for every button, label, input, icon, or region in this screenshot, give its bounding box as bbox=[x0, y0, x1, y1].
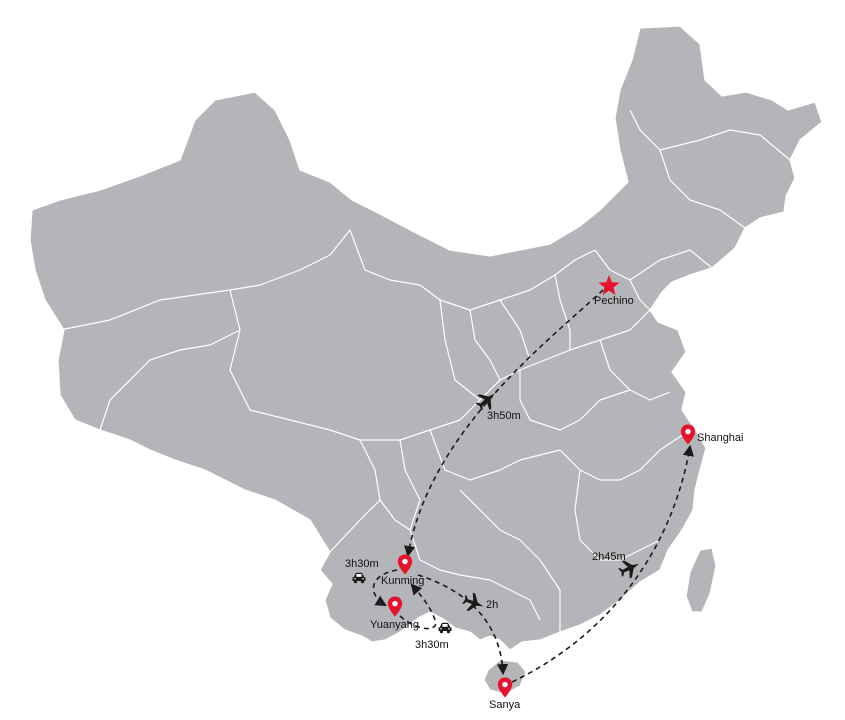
duration-label: 3h30m bbox=[415, 639, 449, 651]
route-kunming-sanya bbox=[417, 574, 509, 676]
taiwan-island bbox=[685, 547, 717, 613]
city-label-yuanyang: Yuanyang bbox=[370, 619, 419, 631]
star-icon bbox=[598, 275, 620, 295]
route-kunming-yuanyang bbox=[372, 569, 398, 607]
route-sanya-shanghai bbox=[511, 444, 694, 683]
route-yuanyang-kunming bbox=[399, 583, 437, 630]
duration-labels: 3h50m 3h30m 3h30m 2h 2h45m bbox=[345, 410, 626, 651]
city-labels: Pechino Shanghai Kunming Yuanyang Sanya bbox=[370, 295, 744, 711]
mainland-landmass bbox=[29, 25, 823, 651]
city-label-sanya: Sanya bbox=[489, 699, 521, 711]
map-pin-icon bbox=[497, 677, 513, 698]
province-borders bbox=[59, 109, 791, 632]
duration-label: 2h bbox=[486, 599, 498, 611]
duration-label: 3h50m bbox=[487, 410, 521, 422]
duration-label: 2h45m bbox=[592, 551, 626, 563]
hainan-island bbox=[483, 659, 527, 695]
city-markers bbox=[387, 275, 696, 698]
duration-label: 3h30m bbox=[345, 558, 379, 570]
routes bbox=[372, 289, 694, 683]
city-label-kunming: Kunming bbox=[381, 575, 424, 587]
city-label-shanghai: Shanghai bbox=[697, 432, 744, 444]
city-label-beijing: Pechino bbox=[594, 295, 634, 307]
